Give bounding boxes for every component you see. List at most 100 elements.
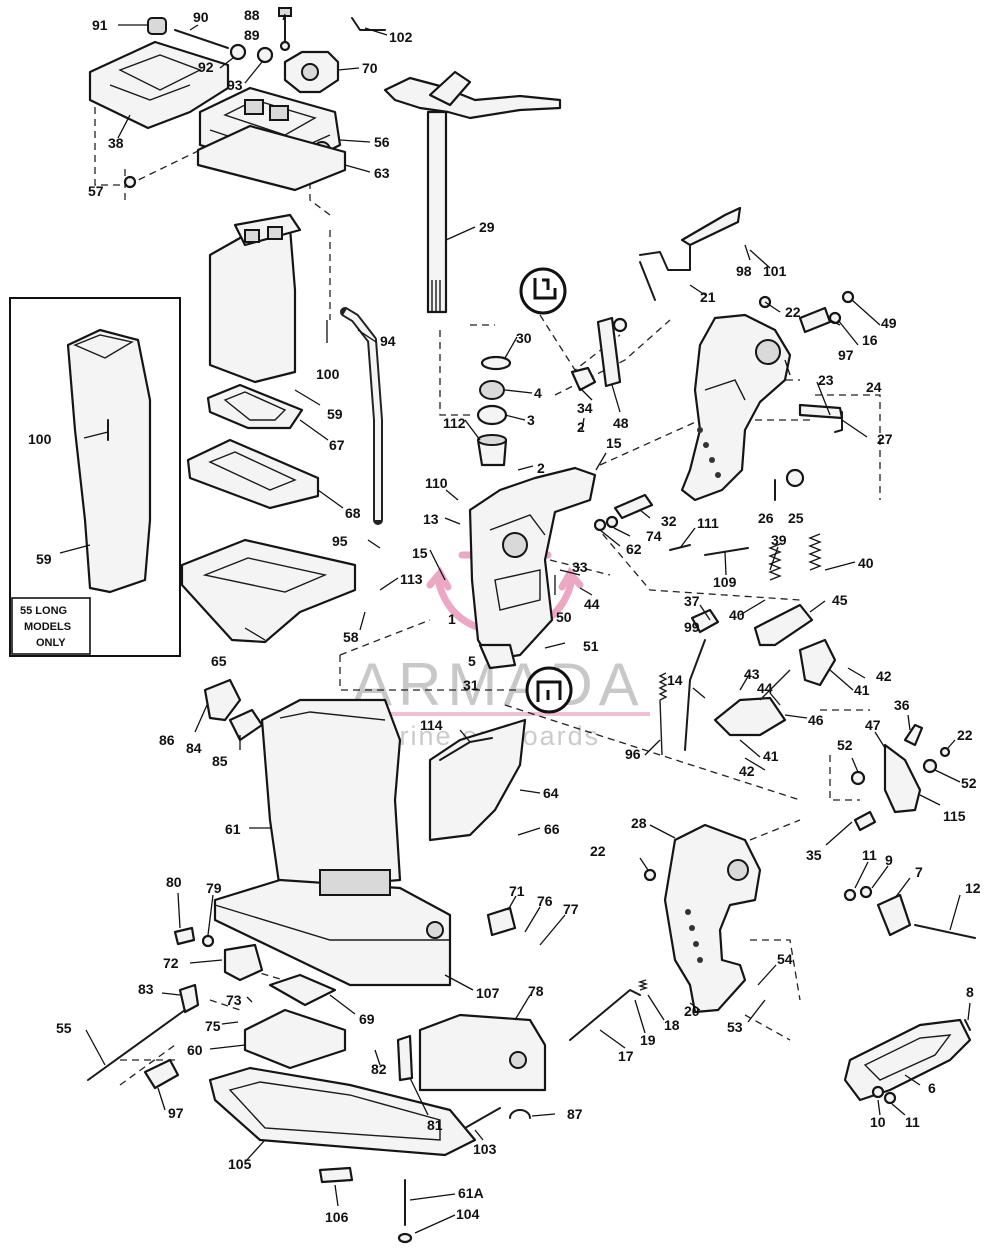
bolt-36	[903, 723, 924, 747]
spring-44	[759, 669, 791, 701]
lock-46	[713, 696, 787, 737]
callout-113: 113	[400, 571, 423, 587]
lower-cover-65	[180, 538, 357, 644]
callout-4: 4	[534, 385, 542, 401]
sealant-symbol-icon	[525, 666, 573, 714]
seal-67	[206, 383, 304, 430]
callout-112: 112	[443, 415, 466, 431]
cover-84	[203, 678, 242, 722]
callout-52a: 52	[837, 737, 853, 753]
transom-plate-6	[843, 1018, 972, 1102]
callout-105: 105	[228, 1156, 252, 1172]
callout-93: 93	[227, 77, 243, 93]
callout-9: 9	[885, 852, 893, 868]
callout-6: 6	[928, 1080, 936, 1096]
callout-30: 30	[516, 330, 532, 346]
callout-73: 73	[226, 992, 242, 1008]
callout-61a: 61A	[458, 1185, 484, 1201]
callout-78: 78	[528, 983, 544, 999]
lower-cover-105	[208, 1066, 477, 1157]
callout-61: 61	[225, 821, 241, 837]
callout-97b: 97	[168, 1105, 184, 1121]
callout-99: 99	[684, 619, 700, 635]
callout-22b: 22	[957, 727, 973, 743]
hole-78	[509, 1051, 527, 1069]
callout-21: 21	[700, 289, 716, 305]
callout-97a: 97	[838, 347, 854, 363]
nut-22c	[643, 868, 657, 882]
bolt-35	[853, 810, 877, 832]
nut-22b	[939, 746, 951, 758]
callout-89: 89	[244, 27, 260, 43]
washer-25	[785, 468, 805, 488]
inset-caption-box	[11, 597, 91, 655]
callout-28: 28	[631, 815, 647, 831]
watermark-underline	[350, 712, 650, 716]
lock-lever-47	[883, 743, 922, 814]
tilt-bar-27	[798, 403, 844, 433]
callout-47: 47	[865, 717, 881, 733]
washer-52b	[922, 758, 938, 774]
callout-33: 33	[572, 559, 588, 575]
lubricate-symbol-icon	[519, 267, 567, 315]
nut-104	[397, 1232, 413, 1244]
callout-104: 104	[456, 1206, 480, 1222]
clip-83	[178, 983, 200, 1014]
callout-44b: 44	[757, 680, 773, 696]
callout-79: 79	[206, 880, 222, 896]
exhaust-tube-59	[208, 213, 302, 384]
callout-66: 66	[544, 821, 560, 837]
plate-81	[396, 1034, 414, 1082]
callout-7: 7	[915, 864, 923, 880]
callout-5: 5	[468, 653, 476, 669]
callout-40a: 40	[858, 555, 874, 571]
callout-69: 69	[359, 1011, 375, 1027]
callout-38: 38	[108, 135, 124, 151]
nut-11a	[843, 888, 857, 902]
callout-56: 56	[374, 134, 390, 150]
inset-caption-line3: ONLY	[36, 637, 66, 649]
callout-10: 10	[870, 1114, 886, 1130]
callout-63: 63	[374, 165, 390, 181]
callout-43: 43	[744, 666, 760, 682]
bolt-109	[704, 547, 749, 556]
callout-94: 94	[380, 333, 396, 349]
bracket-45	[753, 603, 814, 647]
callout-72: 72	[163, 955, 179, 971]
exhaust-cover-64	[428, 718, 527, 842]
callout-58: 58	[343, 629, 359, 645]
lock-plate-41a	[798, 638, 837, 687]
lever-99	[690, 608, 720, 634]
callout-22c: 22	[590, 843, 606, 859]
callout-98: 98	[736, 263, 752, 279]
callout-37: 37	[684, 593, 700, 609]
callout-41b: 41	[763, 748, 779, 764]
bushing-stack-30-4-3-112	[476, 355, 512, 467]
tilt-lever-21	[639, 206, 742, 301]
callout-74: 74	[646, 528, 662, 544]
inset-caption-line1: 55 LONG	[20, 605, 67, 617]
callout-48: 48	[613, 415, 629, 431]
callout-106: 106	[325, 1209, 349, 1225]
callout-95: 95	[332, 533, 348, 549]
callout-2b: 2	[537, 460, 545, 476]
knob-34	[570, 366, 597, 392]
swivel-bracket-1	[468, 466, 597, 670]
top-small-parts	[123, 7, 386, 189]
callout-86: 86	[159, 732, 175, 748]
callout-2a: 2	[577, 419, 585, 435]
callout-15a: 15	[606, 435, 622, 451]
callout-100a: 100	[316, 366, 340, 382]
plate-60	[243, 1008, 347, 1070]
callout-100b: 100	[28, 431, 52, 447]
callout-25: 25	[788, 510, 804, 526]
clamp-pad-7	[876, 893, 912, 937]
callout-59a: 59	[327, 406, 343, 422]
bolt-103	[464, 1107, 501, 1129]
leader-lines	[59, 13, 971, 1234]
clamp-bolt-97	[758, 290, 855, 334]
callout-92: 92	[198, 59, 214, 75]
callout-13: 13	[423, 511, 439, 527]
springs-40	[768, 533, 822, 581]
